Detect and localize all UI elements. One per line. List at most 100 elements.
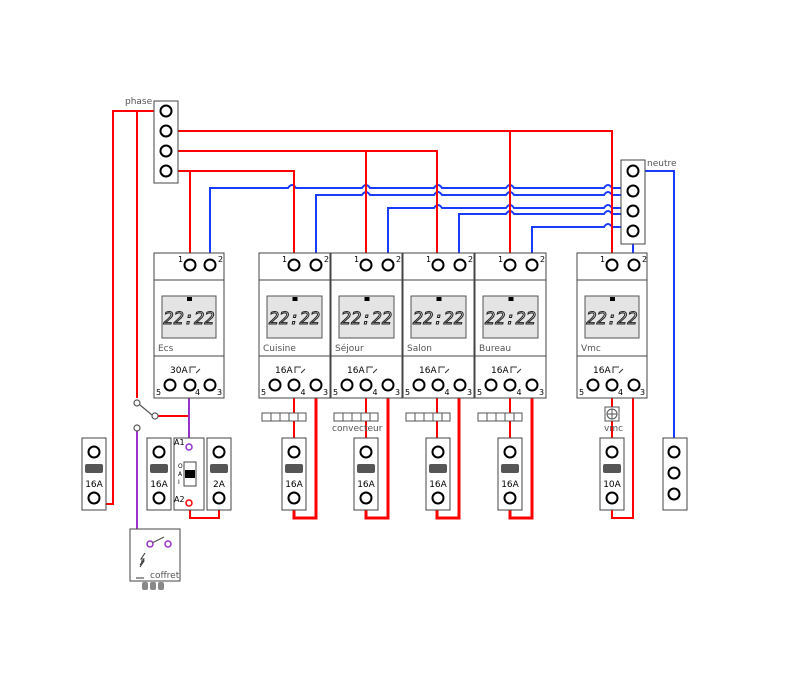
terminal-1 [431, 258, 445, 272]
breaker: 2A [206, 437, 232, 511]
output-terminal [381, 378, 395, 392]
lcd-display [410, 295, 467, 339]
terminal-4-label: 4 [301, 388, 306, 397]
terminal-5-label: 5 [261, 388, 266, 397]
lcd-marker [292, 297, 298, 301]
thick-load-wires [292, 385, 534, 520]
vmc-label: vmc [604, 424, 623, 434]
terminal-2-label: 2 [540, 255, 545, 264]
breaker-rating: 16A [501, 480, 519, 490]
timer-name: Bureau [479, 344, 511, 354]
breaker-terminal-top [605, 445, 619, 459]
breaker-toggle [85, 464, 103, 473]
terminal-1-label: 1 [426, 255, 431, 264]
terminal-2-label: 2 [642, 255, 647, 264]
breaker-terminal-top [431, 445, 445, 459]
terminal-1-label: 1 [178, 255, 183, 264]
phase-label: phase [125, 97, 153, 107]
output-terminal [309, 378, 323, 392]
breaker-terminal-top [503, 445, 517, 459]
terminal-a1 [185, 443, 193, 451]
output-terminal [431, 378, 445, 392]
neutral-terminal [626, 164, 640, 178]
phase-terminal [159, 144, 173, 158]
heater-icon [333, 412, 379, 422]
terminal-2-label: 2 [218, 255, 223, 264]
breaker-terminal-top [287, 445, 301, 459]
relay-contact-icon [438, 366, 450, 374]
phase-terminal-block: phase [125, 97, 179, 184]
phase-terminal [159, 164, 173, 178]
heater-icon [477, 412, 523, 422]
contactor-a1-label: A1 [174, 438, 185, 447]
cable-gland-icon [142, 582, 148, 590]
output-terminal [340, 378, 354, 392]
breaker-toggle [285, 464, 303, 473]
terminal-2-label: 2 [396, 255, 401, 264]
terminal-4-label: 4 [195, 388, 200, 397]
breaker-terminal-bottom [152, 491, 166, 505]
output-terminal [525, 378, 539, 392]
breaker-terminal-bottom [287, 491, 301, 505]
output-terminal [287, 378, 301, 392]
breaker-toggle [429, 464, 447, 473]
lcd-time: 22:22 [586, 309, 637, 329]
terminal-1 [359, 258, 373, 272]
terminal-4-label: 4 [445, 388, 450, 397]
relay-contact-icon [189, 366, 201, 374]
lcd-display [338, 295, 395, 339]
lcd-display [161, 295, 217, 339]
terminal-5-label: 5 [477, 388, 482, 397]
timer-name: Séjour [335, 343, 364, 354]
selector-knob [185, 470, 195, 478]
breaker-toggle [501, 464, 519, 473]
terminal-a2 [185, 499, 193, 507]
lcd-time: 22:22 [341, 309, 392, 329]
breaker: 16A [81, 437, 107, 511]
output-terminal [359, 378, 373, 392]
output-terminal [627, 378, 641, 392]
breaker-rating: 16A [150, 480, 168, 490]
selector-a: A [178, 471, 183, 478]
manual-switch[interactable] [133, 399, 159, 432]
terminal-4-label: 4 [618, 388, 623, 397]
terminal-2-label: 2 [324, 255, 329, 264]
lcd-display [266, 295, 323, 339]
terminal-4-label: 4 [517, 388, 522, 397]
neutral-terminal [626, 224, 640, 238]
phase-terminal [159, 104, 173, 118]
output-terminal [163, 378, 177, 392]
timer-rating: 16A [419, 366, 437, 376]
breaker: 16A [353, 437, 379, 511]
terminal-2 [309, 258, 323, 272]
contactor-a2-label: A2 [174, 495, 185, 504]
breaker-rating: 16A [429, 480, 447, 490]
convecteur-label: convecteur [332, 424, 383, 434]
timer-rating: 30A [170, 366, 188, 376]
terminal-3-label: 3 [539, 388, 544, 397]
terminal-3-label: 3 [323, 388, 328, 397]
breaker-terminal-top [359, 445, 373, 459]
cable-gland-icon [150, 582, 156, 590]
breaker-terminal-top [87, 445, 101, 459]
lcd-time: 22:22 [485, 309, 536, 329]
lcd-marker [508, 297, 514, 301]
terminal-5-label: 5 [333, 388, 338, 397]
terminal-5-label: 5 [579, 388, 584, 397]
breaker-terminal-bottom [605, 491, 619, 505]
lcd-time: 22:22 [163, 309, 214, 329]
breaker-terminal-bottom [503, 491, 517, 505]
timer-name: Ecs [158, 344, 174, 354]
terminal-2 [203, 258, 217, 272]
breaker: 16A [146, 437, 172, 511]
output-terminal [503, 378, 517, 392]
terminal-2 [627, 258, 641, 272]
neutral-terminal [626, 184, 640, 198]
breaker-rating: 2A [213, 480, 226, 490]
terminal-2 [525, 258, 539, 272]
